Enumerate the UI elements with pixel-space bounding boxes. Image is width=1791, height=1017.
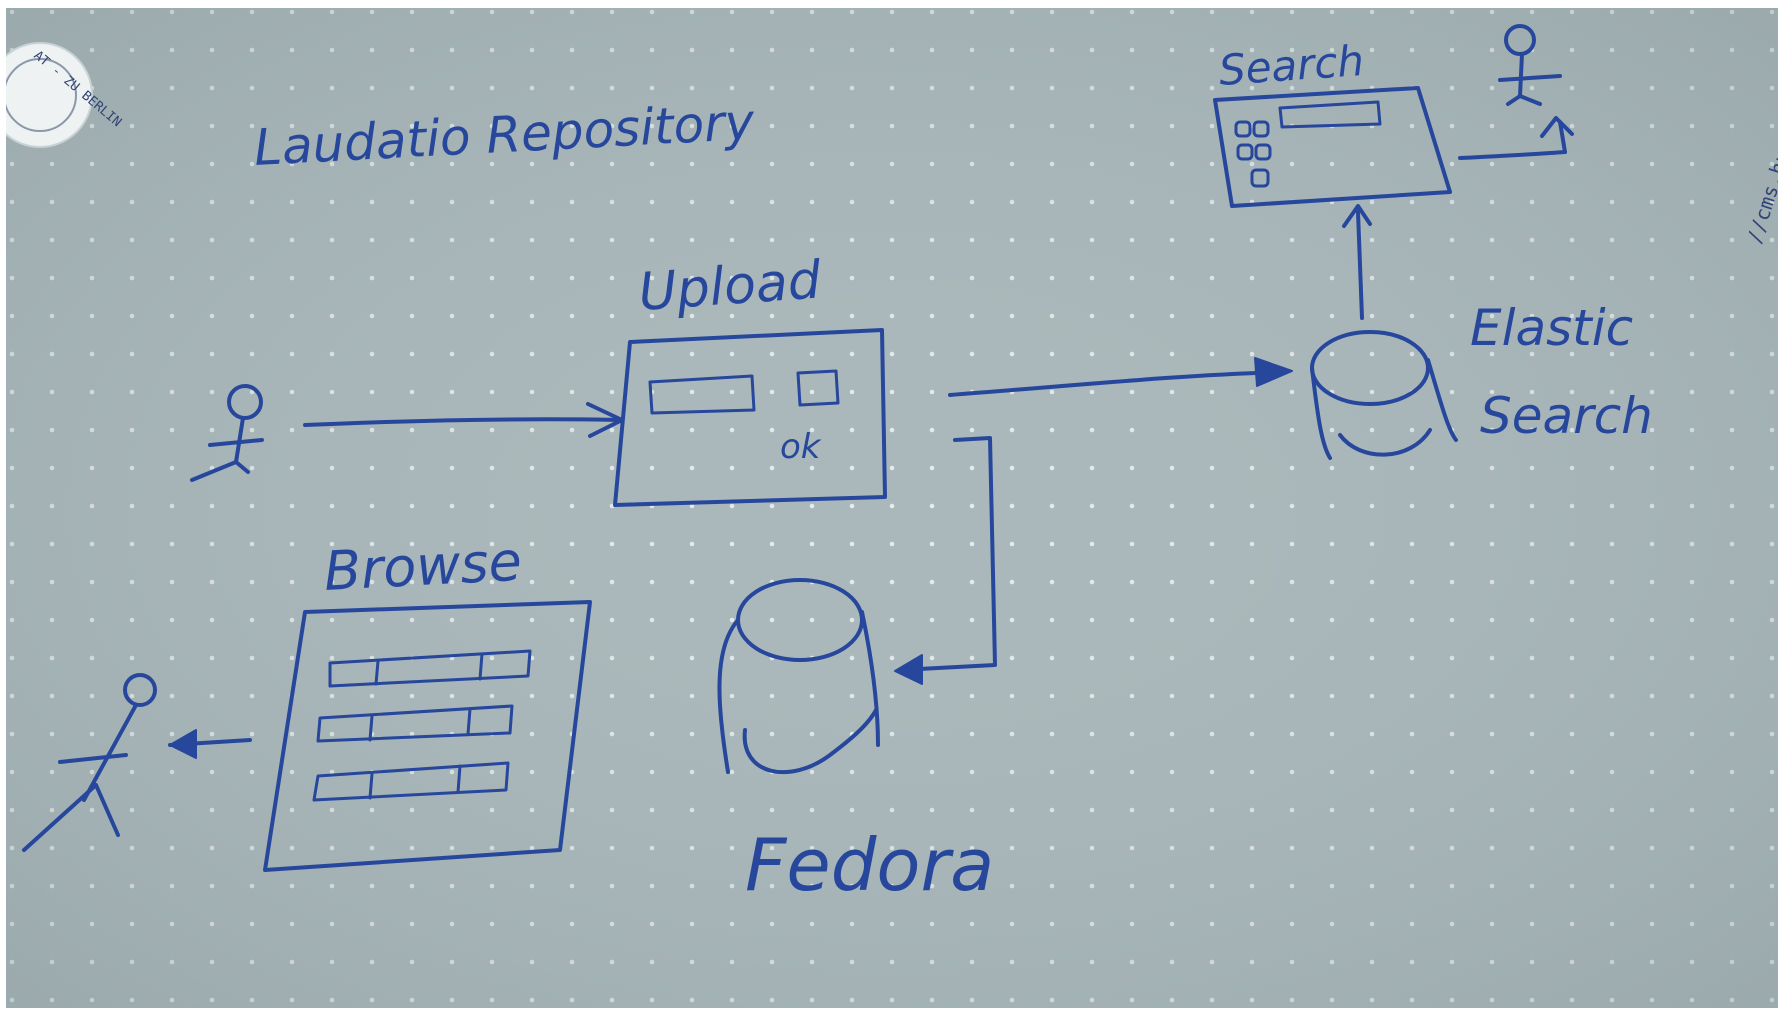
photo-border-bottom xyxy=(0,1008,1791,1017)
browse-list-row-2 xyxy=(316,704,514,743)
browse-list-row-3 xyxy=(312,761,510,802)
arrow-upload-to-fedora xyxy=(894,436,997,685)
arrow-browse-to-user xyxy=(168,729,252,759)
search-filter-box-4 xyxy=(1254,143,1272,161)
search-node: Search xyxy=(1213,36,1452,208)
upload-text-field xyxy=(648,374,756,415)
search-label: Search xyxy=(1217,36,1365,95)
search-filter-box-1 xyxy=(1234,120,1252,138)
paper-shading xyxy=(6,8,1778,1008)
browse-list-row-1 xyxy=(328,649,532,688)
arrow-upload-to-elastic xyxy=(948,357,1293,397)
upload-node: Upload ok xyxy=(613,250,887,507)
user-uploader-icon xyxy=(190,384,264,482)
fedora-label: Fedora xyxy=(745,823,994,907)
search-filter-box-2 xyxy=(1252,120,1270,138)
search-filter-box-5 xyxy=(1250,168,1270,188)
upload-checkbox xyxy=(796,369,840,407)
photo-border-top xyxy=(0,0,1791,8)
university-stamp: AT - ZU BERLIN xyxy=(0,42,124,148)
search-input-box xyxy=(1278,100,1382,129)
upload-ok-button: ok xyxy=(780,427,822,467)
user-browser-icon xyxy=(22,673,157,852)
search-filter-box-3 xyxy=(1236,143,1254,161)
browse-node: Browse xyxy=(263,530,592,872)
upload-label: Upload xyxy=(637,250,824,323)
photo-border-right xyxy=(1778,0,1791,1017)
photo-border-left xyxy=(0,0,6,1017)
arrow-elastic-to-search xyxy=(1342,204,1372,320)
arrow-search-to-user xyxy=(1458,116,1574,160)
user-searcher-icon xyxy=(1498,24,1562,106)
fedora-node: Fedora xyxy=(717,578,994,907)
browse-label: Browse xyxy=(322,530,523,603)
